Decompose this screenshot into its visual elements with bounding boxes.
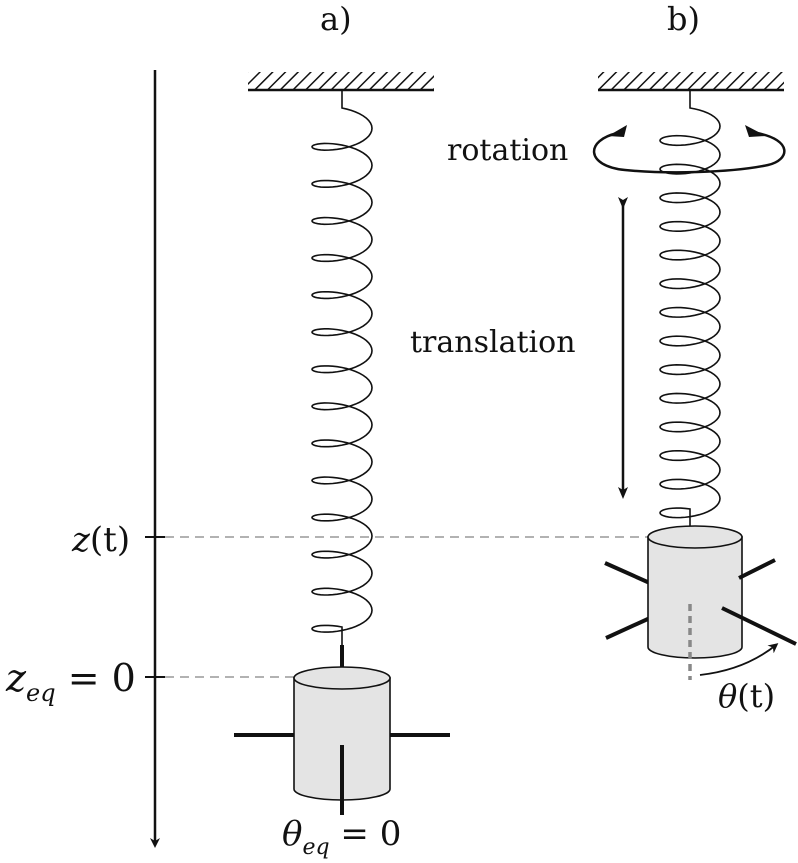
theta-t-label: θ(t) [718, 677, 775, 715]
rod-b-upper-right [738, 558, 776, 580]
panel-b-label: b) [667, 0, 700, 38]
rod-b-lower-right [721, 606, 797, 646]
theta-arrow [699, 643, 779, 676]
ceiling-a [248, 72, 434, 92]
spring-b [659, 90, 721, 527]
panel-a-label: a) [320, 0, 352, 38]
z-t-label: z(t) [71, 520, 130, 560]
mass-b [604, 525, 797, 680]
z-eq-label: zeq = 0 [5, 656, 136, 707]
cylinder-b [647, 536, 743, 659]
ceiling-b [598, 72, 784, 92]
spring-a [311, 90, 373, 645]
rotation-label: rotation [447, 133, 568, 168]
mass-a [234, 645, 450, 815]
rotation-arrow [592, 125, 786, 174]
cylinder-a [293, 677, 391, 801]
theta-eq-label: θeq = 0 [282, 814, 401, 860]
translation-label: translation [410, 325, 576, 360]
rod-b-upper-left [604, 561, 653, 586]
rod-b-lower-left [605, 616, 651, 640]
